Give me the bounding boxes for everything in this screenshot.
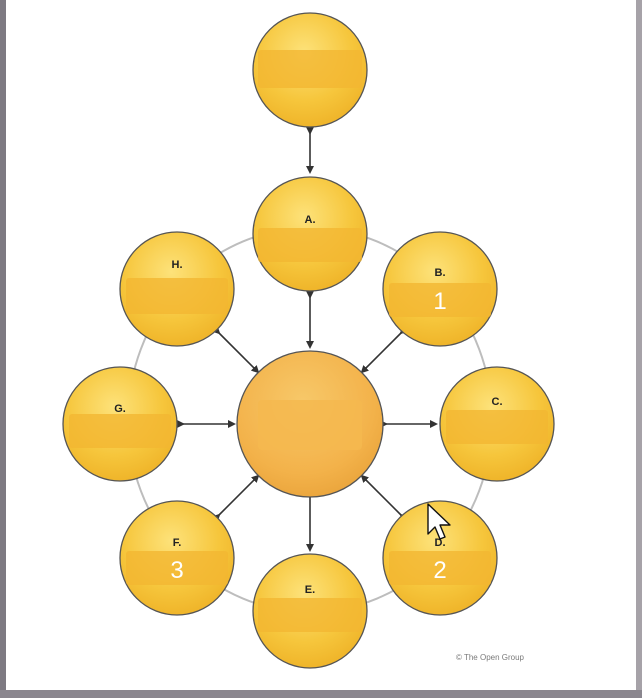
node-c-letter: C. (492, 396, 503, 408)
node-h-label-band (126, 278, 228, 314)
node-top-label-band (258, 50, 362, 88)
node-f-number: 3 (170, 557, 183, 584)
arrow-h-center (211, 325, 260, 374)
node-center-label-band (258, 400, 362, 450)
arrow-b-center (360, 325, 409, 374)
connector-arrows (177, 127, 438, 552)
node-c-label-band (446, 410, 548, 444)
node-g-label-band (69, 414, 171, 448)
node-center (236, 350, 384, 498)
window-edge-left (0, 0, 6, 698)
node-b-letter: B. (435, 267, 446, 279)
node-h: H. (119, 231, 235, 347)
node-top (252, 12, 368, 128)
node-d-number: 2 (433, 557, 446, 584)
node-a-letter: A. (305, 214, 316, 226)
node-b: B. 1 (382, 231, 498, 347)
arrow-d-center (360, 474, 409, 523)
node-e: E. (252, 553, 368, 669)
node-f-label-band (126, 551, 228, 585)
node-a-label-band (258, 228, 362, 262)
node-a: A. (252, 176, 368, 292)
node-b-number: 1 (433, 288, 446, 315)
node-g-letter: G. (114, 403, 126, 415)
arrow-f-center (211, 474, 260, 523)
node-e-letter: E. (305, 584, 315, 596)
node-g: G. (62, 366, 178, 482)
mouse-cursor-icon (427, 503, 451, 540)
node-h-letter: H. (172, 259, 183, 271)
node-c: C. (439, 366, 555, 482)
node-d-letter: D. (435, 537, 446, 549)
node-d-label-band (389, 551, 491, 585)
node-f-letter: F. (173, 537, 182, 549)
node-f: F. 3 (119, 500, 235, 616)
credit-text: © The Open Group (456, 653, 525, 662)
window-edge-right (636, 0, 642, 698)
node-b-label-band (389, 283, 491, 317)
node-d: D. 2 (382, 500, 498, 616)
node-e-label-band (258, 598, 362, 632)
window-edge-bottom (0, 690, 642, 698)
